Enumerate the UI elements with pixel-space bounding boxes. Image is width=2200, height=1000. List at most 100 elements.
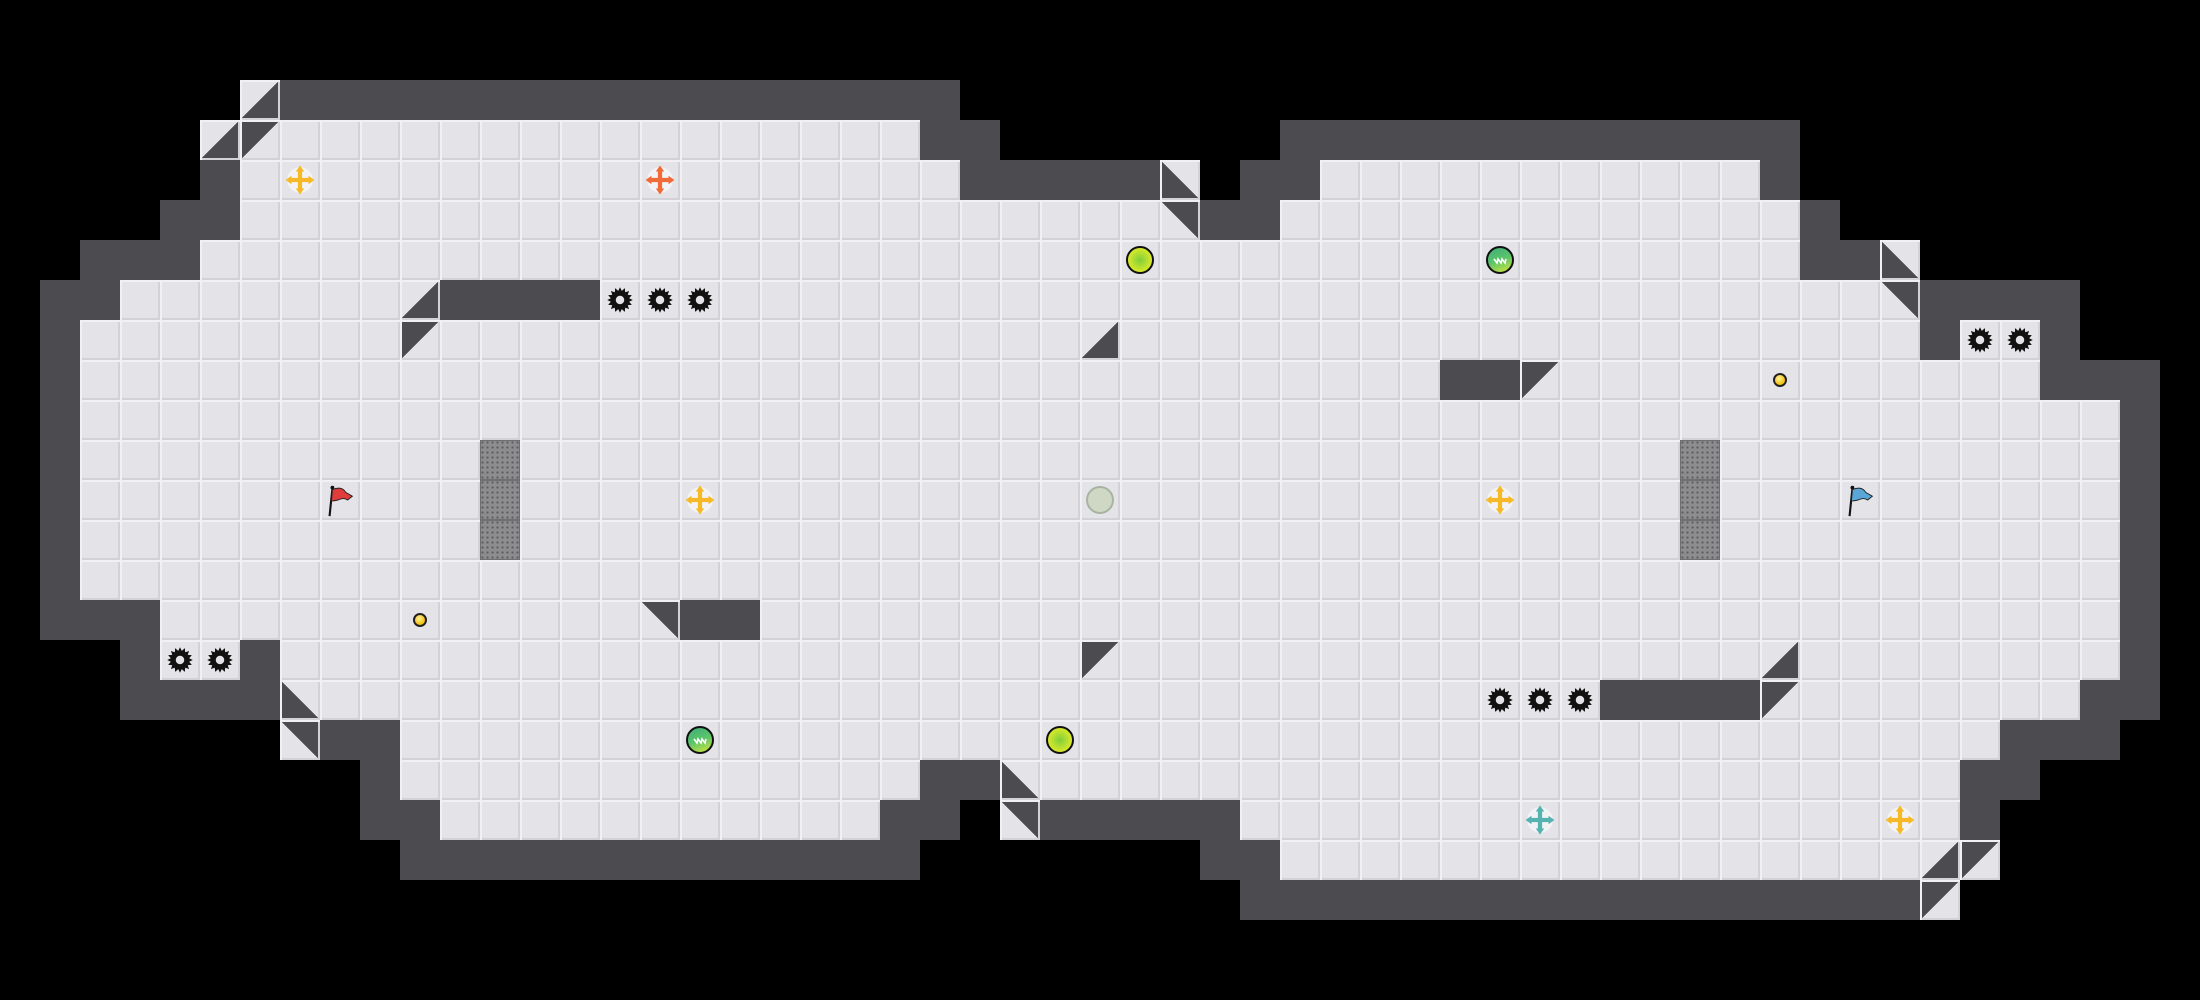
floor-tile xyxy=(400,520,440,560)
floor-tile xyxy=(2000,440,2040,480)
floor-tile xyxy=(640,720,680,760)
floor-tile xyxy=(1400,240,1440,280)
floor-tile xyxy=(1960,720,2000,760)
floor-tile xyxy=(1640,400,1680,440)
floor-tile xyxy=(1640,160,1680,200)
slope-wall-tile xyxy=(1160,200,1200,240)
floor-tile xyxy=(240,240,280,280)
floor-tile xyxy=(1800,840,1840,880)
floor-tile xyxy=(800,760,840,800)
wall-tile xyxy=(1520,120,1560,160)
floor-tile xyxy=(200,240,240,280)
floor-tile xyxy=(1160,480,1200,520)
floor-tile xyxy=(440,800,480,840)
blue-flag-icon xyxy=(1840,480,1880,520)
floor-tile xyxy=(1520,160,1560,200)
floor-tile xyxy=(1920,520,1960,560)
floor-tile xyxy=(680,360,720,400)
floor-tile xyxy=(1040,680,1080,720)
floor-tile xyxy=(1400,320,1440,360)
floor-tile xyxy=(1000,320,1040,360)
red-flag-icon xyxy=(320,480,360,520)
slope-wall-tile xyxy=(200,120,240,160)
floor-tile xyxy=(560,240,600,280)
floor-tile xyxy=(1280,800,1320,840)
floor-tile xyxy=(1440,840,1480,880)
floor-tile xyxy=(1760,600,1800,640)
floor-tile xyxy=(1480,600,1520,640)
floor-tile xyxy=(520,680,560,720)
floor-tile xyxy=(1840,640,1880,680)
wall-tile xyxy=(520,80,560,120)
floor-tile xyxy=(1680,760,1720,800)
wall-tile xyxy=(1200,800,1240,840)
floor-tile xyxy=(320,160,360,200)
floor-tile xyxy=(1120,320,1160,360)
floor-tile xyxy=(280,400,320,440)
floor-tile xyxy=(1760,840,1800,880)
grate-tile xyxy=(1680,440,1720,480)
floor-tile xyxy=(1880,840,1920,880)
floor-tile xyxy=(360,440,400,480)
floor-tile xyxy=(1800,360,1840,400)
floor-tile xyxy=(120,480,160,520)
floor-tile xyxy=(640,120,680,160)
wall-tile xyxy=(2000,760,2040,800)
wall-tile xyxy=(1920,280,1960,320)
wall-tile xyxy=(520,840,560,880)
floor-tile xyxy=(200,400,240,440)
floor-tile xyxy=(160,280,200,320)
floor-tile xyxy=(1400,800,1440,840)
floor-tile xyxy=(1520,600,1560,640)
floor-tile xyxy=(480,560,520,600)
wall-tile xyxy=(1240,840,1280,880)
floor-tile xyxy=(840,360,880,400)
floor-tile xyxy=(1760,240,1800,280)
floor-tile xyxy=(1640,520,1680,560)
floor-tile xyxy=(680,680,720,720)
wall-tile xyxy=(880,80,920,120)
floor-tile xyxy=(360,520,400,560)
floor-tile xyxy=(880,200,920,240)
floor-tile xyxy=(1360,360,1400,400)
floor-tile xyxy=(1920,720,1960,760)
floor-tile xyxy=(600,520,640,560)
floor-tile xyxy=(160,560,200,600)
floor-tile xyxy=(1920,800,1960,840)
slope-wall-tile xyxy=(1520,360,1560,400)
floor-tile xyxy=(920,400,960,440)
wall-tile xyxy=(320,80,360,120)
floor-tile xyxy=(280,360,320,400)
floor-tile xyxy=(1760,720,1800,760)
floor-tile xyxy=(240,600,280,640)
wall-tile xyxy=(560,80,600,120)
floor-tile xyxy=(1320,600,1360,640)
floor-tile xyxy=(1880,720,1920,760)
floor-tile xyxy=(1600,640,1640,680)
floor-tile xyxy=(920,600,960,640)
floor-tile xyxy=(560,120,600,160)
floor-tile xyxy=(1680,320,1720,360)
wall-tile xyxy=(160,240,200,280)
floor-tile xyxy=(680,760,720,800)
floor-tile xyxy=(1760,440,1800,480)
floor-tile xyxy=(1280,440,1320,480)
floor-tile xyxy=(1280,640,1320,680)
wall-tile xyxy=(2120,520,2160,560)
wall-tile xyxy=(1480,360,1520,400)
floor-tile xyxy=(240,360,280,400)
floor-tile xyxy=(440,560,480,600)
wall-tile xyxy=(360,80,400,120)
floor-tile xyxy=(80,400,120,440)
floor-tile xyxy=(520,560,560,600)
floor-tile xyxy=(960,280,1000,320)
wall-tile xyxy=(1600,880,1640,920)
floor-tile xyxy=(760,160,800,200)
floor-tile xyxy=(1440,440,1480,480)
slope-wall-tile xyxy=(280,720,320,760)
spike-gear-icon xyxy=(1560,680,1600,720)
floor-tile xyxy=(1840,360,1880,400)
floor-tile xyxy=(1640,720,1680,760)
floor-tile xyxy=(1320,360,1360,400)
